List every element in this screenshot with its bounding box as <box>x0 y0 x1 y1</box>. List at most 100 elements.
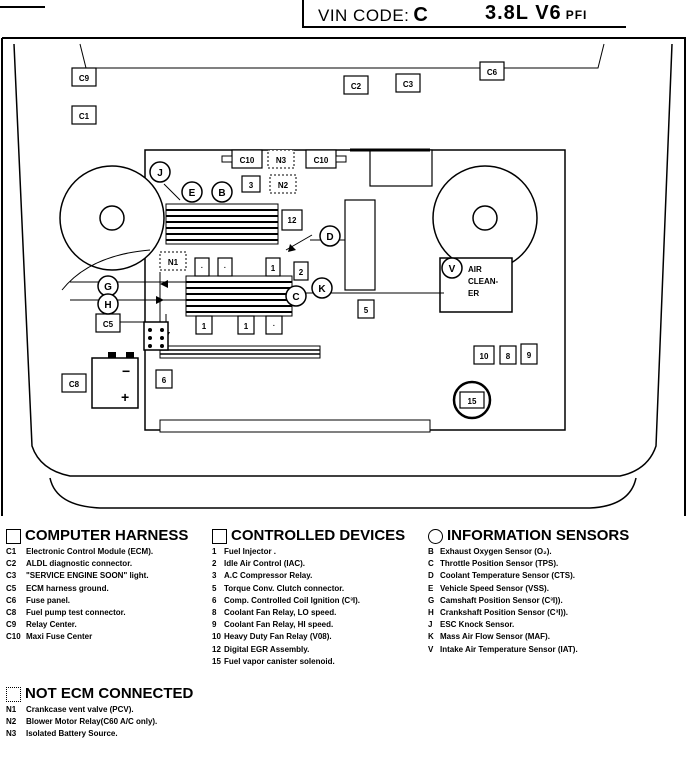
svg-text:C2: C2 <box>351 82 362 91</box>
svg-text:12: 12 <box>288 216 297 225</box>
device-1: 1 <box>237 315 255 335</box>
not-ecm-N1: N1 <box>159 251 187 271</box>
battery-negative: − <box>122 363 130 379</box>
svg-text:C: C <box>292 292 299 303</box>
engine-suffix: PFI <box>565 8 588 22</box>
svg-text:·: · <box>201 265 203 272</box>
square-symbol-icon <box>6 528 21 544</box>
connector-C5: C5 <box>95 313 121 333</box>
connector-C1: C1 <box>71 105 97 125</box>
device-1: 1 <box>195 315 213 335</box>
battery-terminal <box>126 352 134 358</box>
device-12: 12 <box>281 209 303 231</box>
vin-code: VIN CODE:C <box>318 4 428 27</box>
throttle-duct <box>344 199 376 291</box>
svg-text:1: 1 <box>271 264 276 273</box>
cowl <box>79 43 605 69</box>
svg-text:·: · <box>273 323 275 330</box>
legend-title: INFORMATION SENSORS <box>428 528 629 544</box>
svg-text:C8: C8 <box>69 380 80 389</box>
device-1: · <box>194 257 210 277</box>
connector-C10-right: C10 <box>305 149 337 169</box>
throttle-body <box>369 149 433 187</box>
sensor-H: H <box>97 293 119 315</box>
battery-terminal <box>108 352 116 358</box>
vin-label: VIN CODE: <box>318 6 410 25</box>
svg-text:H: H <box>104 300 111 311</box>
header-box <box>302 0 626 28</box>
coil-pack <box>143 321 169 351</box>
left-strut-center <box>99 205 125 231</box>
sensor-E: E <box>181 181 203 203</box>
svg-text:N3: N3 <box>276 156 287 165</box>
svg-text:10: 10 <box>480 352 489 361</box>
square-symbol-icon <box>212 528 227 544</box>
sensor-C: C <box>285 285 307 307</box>
sensor-B: B <box>211 181 233 203</box>
not-ecm-N3: N3 <box>267 149 295 169</box>
svg-text:C10: C10 <box>314 156 329 165</box>
exhaust-manifold <box>159 345 321 359</box>
legend-title: NOT ECM CONNECTED <box>6 686 193 702</box>
device-2: 2 <box>293 261 309 281</box>
svg-text:C3: C3 <box>403 80 414 89</box>
svg-text:V: V <box>449 264 456 275</box>
air-cleaner-label-1: AIR <box>468 265 482 274</box>
svg-text:C10: C10 <box>240 156 255 165</box>
svg-text:E: E <box>189 188 196 199</box>
device-15: 15 <box>459 391 485 409</box>
oil-pan <box>159 419 431 433</box>
dotted-square-symbol-icon <box>6 686 21 702</box>
sensor-G: G <box>97 275 119 297</box>
svg-text:K: K <box>318 284 326 295</box>
svg-text:1: 1 <box>202 322 207 331</box>
legend-title: COMPUTER HARNESS <box>6 528 188 544</box>
svg-text:N2: N2 <box>278 181 289 190</box>
connector-C10-left: C10 <box>231 149 263 169</box>
svg-text:N1: N1 <box>168 258 179 267</box>
svg-text:D: D <box>326 232 333 243</box>
vehicle-outline <box>1 37 686 516</box>
fender-outline <box>13 43 673 477</box>
svg-text:C6: C6 <box>487 68 498 77</box>
connector-C9: C9 <box>71 67 97 87</box>
vin-value: C <box>413 4 429 26</box>
connector-C3: C3 <box>395 73 421 93</box>
air-cleaner-label-2: CLEAN- <box>468 277 499 286</box>
device-3: 3 <box>241 175 261 193</box>
device-8: 8 <box>499 345 517 365</box>
device-9: 9 <box>520 343 538 365</box>
connector-C8: C8 <box>61 373 87 393</box>
svg-text:C5: C5 <box>103 320 114 329</box>
svg-text:8: 8 <box>506 352 511 361</box>
svg-text:2: 2 <box>299 268 304 277</box>
sensor-K: K <box>311 277 333 299</box>
device-1: · <box>265 315 283 335</box>
legend-item: C3"SERVICE ENGINE SOON" light. <box>6 571 149 581</box>
air-cleaner <box>439 257 513 313</box>
